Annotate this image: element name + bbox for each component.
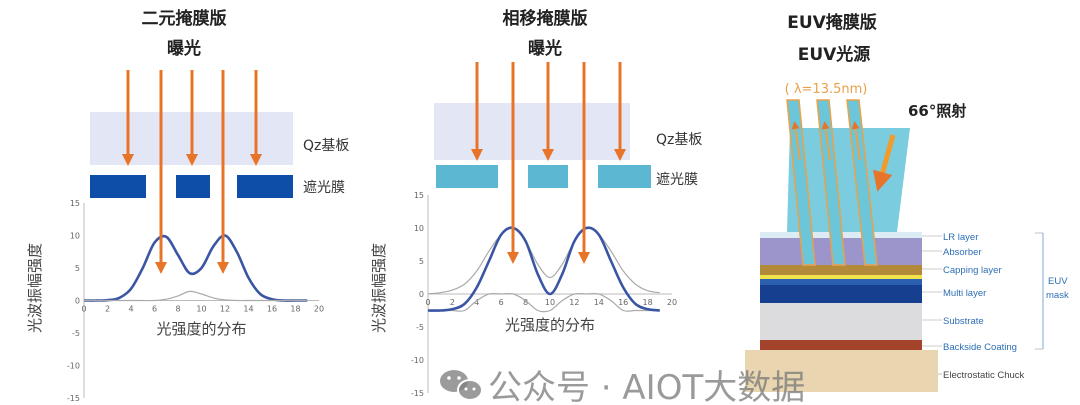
layer-label: Capping layer (943, 265, 1002, 276)
x-tick-label: 4 (474, 298, 479, 307)
incidence-angle-label: 66°照射 (908, 102, 966, 120)
euv-light-cone (787, 128, 910, 232)
layer-label: Electrostatic Chuck (943, 370, 1025, 381)
x-tick-label: 14 (243, 305, 253, 314)
layer-label: Multi layer (943, 288, 986, 299)
psm-shading-block (598, 165, 651, 188)
layer-label: Absorber (943, 247, 982, 258)
x-tick-label: 18 (643, 298, 653, 307)
psm-shading-block (436, 165, 498, 188)
binary-shading-label: 遮光膜 (303, 180, 345, 196)
x-tick-label: 8 (175, 305, 180, 314)
euv-beam (816, 99, 846, 266)
x-tick-label: 2 (105, 305, 110, 314)
y-tick-label: 15 (70, 199, 80, 208)
y-tick-label: -5 (416, 323, 424, 332)
x-tick-label: 8 (523, 298, 528, 307)
x-tick-label: 12 (569, 298, 579, 307)
wechat-icon (440, 370, 483, 401)
psm-qz-substrate (434, 103, 630, 160)
y-tick-label: -5 (72, 329, 80, 338)
psm-title: 相移掩膜版 (503, 8, 588, 29)
x-tick-label: 16 (618, 298, 628, 307)
layer-capping-top (760, 275, 922, 279)
psm-intensity-chart: 15 10 5 0 -5 -10 -15 0 2 4 6 8 10 12 14 16 18 20 光强度的分布 光波振… (370, 191, 677, 398)
euv-mask-panel: EUV掩膜版 EUV光源 ( λ=13.5nm) 66°照射 (745, 12, 1069, 392)
layer-label: LR layer (943, 232, 978, 243)
reflected-arrow-icon (821, 121, 831, 161)
electrostatic-chuck (745, 350, 938, 392)
x-tick-label: 10 (196, 305, 206, 314)
euv-beam (786, 99, 816, 266)
x-tick-label: 10 (545, 298, 555, 307)
x-tick-label: 14 (594, 298, 604, 307)
series-line-1 (428, 292, 660, 313)
reflected-arrow-icon (791, 121, 801, 161)
x-tick-label: 4 (128, 305, 133, 314)
watermark-text: 公众号 · AIOT大数据 (488, 368, 805, 405)
x-tick-label: 2 (450, 298, 455, 307)
x-tick-label: 20 (667, 298, 677, 307)
y-axis-label: 光波振幅强度 (370, 243, 388, 333)
psm-exposure-label: 曝光 (528, 38, 562, 59)
euv-mask-bracket-label: EUV (1048, 276, 1068, 287)
x-axis-label: 光强度的分布 (505, 316, 595, 334)
watermark: 公众号 · AIOT大数据 (440, 368, 805, 405)
binary-exposure-label: 曝光 (167, 38, 201, 59)
euv-mask-bracket-label: mask (1046, 290, 1069, 301)
y-tick-label: 0 (75, 297, 80, 306)
y-tick-label: -15 (411, 389, 424, 398)
layer-label: Backside Coating (943, 342, 1017, 353)
x-tick-label: 12 (220, 305, 230, 314)
y-tick-label: 0 (419, 290, 424, 299)
psm-substrate-label: Qz基板 (656, 131, 702, 148)
binary-substrate-label: Qz基板 (303, 137, 349, 154)
x-tick-label: 0 (81, 305, 86, 314)
psm-shading-block (528, 165, 568, 188)
y-tick-label: -10 (67, 362, 80, 371)
layer-label: Substrate (943, 316, 984, 327)
layer-multi-top (760, 279, 922, 285)
x-tick-label: 6 (499, 298, 504, 307)
series-line-2 (427, 226, 660, 312)
euv-source-label: EUV光源 (798, 44, 871, 65)
y-tick-label: 15 (414, 191, 424, 200)
y-tick-label: 5 (419, 257, 424, 266)
x-tick-label: 18 (290, 305, 300, 314)
incident-arrow-icon (873, 134, 896, 192)
series-line-0 (427, 227, 660, 295)
x-tick-label: 20 (314, 305, 324, 314)
y-tick-label: 5 (75, 264, 80, 273)
euv-beam (846, 99, 878, 266)
y-tick-label: 10 (414, 224, 424, 233)
binary-shading-block (237, 175, 293, 198)
y-axis-label: 光波振幅强度 (26, 243, 44, 333)
binary-mask-title: 二元掩膜版 (142, 8, 227, 29)
binary-intensity-chart: 15 10 5 0 -5 -10 -15 0 2 4 6 8 10 12 14 16 18 20 光强度的分布 光波振… (26, 199, 324, 403)
y-tick-label: -15 (67, 394, 80, 403)
euv-mask-title: EUV掩膜版 (787, 12, 877, 33)
series-line-0 (83, 234, 308, 302)
wavelength-label: ( λ=13.5nm) (785, 82, 868, 97)
layer-backside-coating (760, 340, 922, 350)
x-tick-label: 0 (425, 298, 430, 307)
y-tick-label: 10 (70, 232, 80, 241)
x-axis-label: 光强度的分布 (156, 320, 246, 338)
reflected-arrow-icon (851, 121, 861, 161)
binary-shading-block (90, 175, 146, 198)
layer-substrate (760, 303, 922, 340)
series-line-1 (84, 290, 308, 302)
layer-capping (760, 265, 922, 275)
psm-shading-label: 遮光膜 (656, 172, 698, 188)
layer-multi (760, 285, 922, 303)
binary-shading-block (176, 175, 210, 198)
y-tick-label: -10 (411, 356, 424, 365)
x-tick-label: 6 (152, 305, 157, 314)
x-tick-label: 16 (267, 305, 277, 314)
